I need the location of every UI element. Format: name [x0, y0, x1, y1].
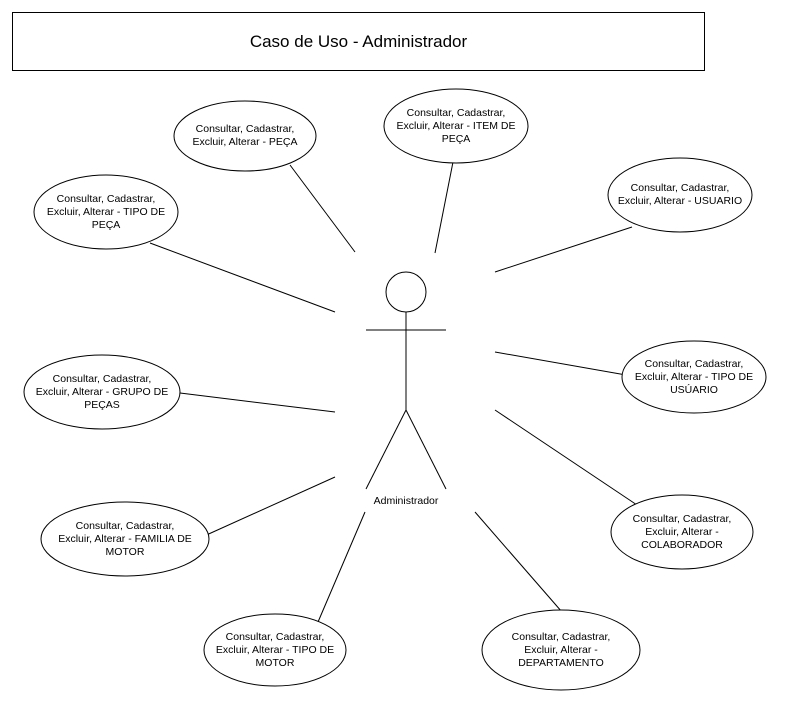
actor-left-leg: [365, 409, 407, 490]
association-tipo-peca: [149, 242, 336, 313]
diagram-title: Caso de Uso - Administrador: [249, 31, 468, 51]
use-case-departamento-ellipse: [481, 609, 641, 691]
use-case-usuario-ellipse: [607, 157, 753, 233]
use-case-tipo-usuario-ellipse: [621, 340, 767, 414]
actor-label: Administrador: [373, 495, 439, 507]
association-familia-motor: [201, 476, 336, 538]
diagram-title-box: Caso de Uso - Administrador: [12, 12, 705, 71]
association-departamento: [474, 511, 563, 613]
association-tipo-usuario: [494, 351, 627, 376]
association-usuario: [494, 226, 633, 273]
use-case-grupo-pecas: Consultar, Cadastrar, Excluir, Alterar -…: [35, 372, 169, 411]
use-case-tipo-peca: Consultar, Cadastrar, Excluir, Alterar -…: [46, 192, 166, 231]
use-case-item-peca-ellipse: [383, 88, 529, 164]
use-case-tipo-peca-ellipse: [33, 174, 179, 250]
actor-figure: [365, 271, 447, 490]
association-colaborador: [494, 409, 638, 506]
association-peca: [289, 164, 356, 253]
use-case-departamento: Consultar, Cadastrar, Excluir, Alterar -…: [511, 630, 611, 669]
use-case-colaborador: Consultar, Cadastrar, Excluir, Alterar -…: [632, 512, 732, 551]
use-case-familia-motor-ellipse: [40, 501, 210, 577]
association-item-peca: [434, 161, 454, 254]
use-case-familia-motor: Consultar, Cadastrar, Excluir, Alterar -…: [58, 519, 192, 558]
use-case-peca-ellipse: [173, 100, 317, 172]
use-case-usuario: Consultar, Cadastrar, Excluir, Alterar -…: [617, 182, 743, 207]
use-case-tipo-usuario: Consultar, Cadastrar, Excluir, Alterar -…: [634, 357, 754, 396]
actor-right-leg: [405, 409, 447, 490]
association-grupo-pecas: [179, 392, 336, 413]
use-case-grupo-pecas-ellipse: [23, 354, 181, 430]
use-case-tipo-motor-ellipse: [203, 613, 347, 687]
use-case-item-peca: Consultar, Cadastrar, Excluir, Alterar -…: [396, 106, 516, 145]
use-case-peca: Consultar, Cadastrar, Excluir, Alterar -…: [192, 123, 298, 148]
association-tipo-motor: [317, 511, 366, 623]
use-case-tipo-motor: Consultar, Cadastrar, Excluir, Alterar -…: [215, 630, 335, 669]
use-case-colaborador-ellipse: [610, 494, 754, 570]
actor-head: [385, 271, 427, 313]
